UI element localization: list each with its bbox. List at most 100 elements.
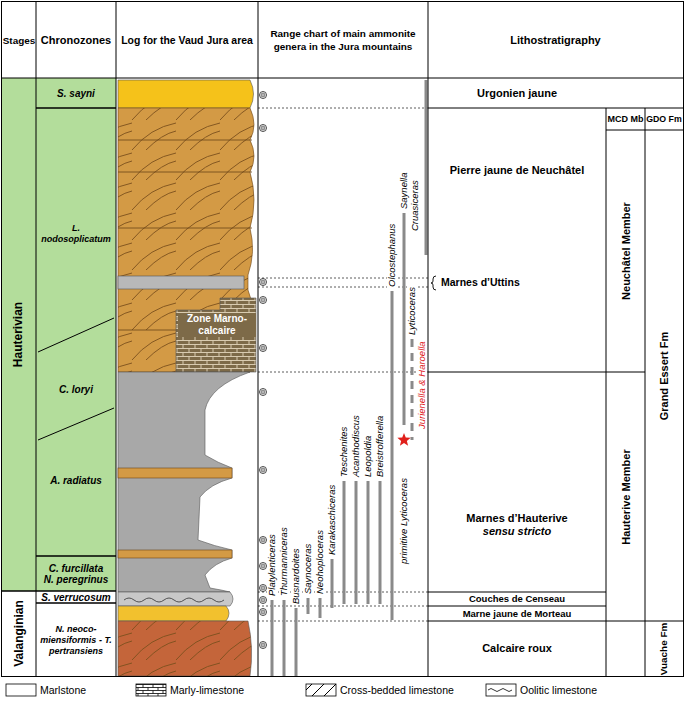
genus-label: Cruasiceras: [410, 179, 420, 232]
chronozone-cell: C. loryi: [36, 372, 116, 406]
genus-label: Lyticoceras: [407, 286, 417, 336]
unit-cell: Marne jaune de Morteau: [428, 607, 606, 620]
cell-text: Hauterive Member: [620, 449, 632, 544]
cell-text: Stages: [0, 34, 38, 47]
cell-text: C. loryi: [57, 384, 95, 395]
genus-label: Karakaschiceras: [327, 484, 337, 556]
sediment-log: [118, 372, 250, 592]
cell-text: Urgonien jaune: [477, 87, 557, 100]
stage-band: Hauterivian: [2, 78, 36, 591]
range-bars: [411, 339, 414, 440]
table-grid: [428, 108, 683, 676]
cell-text: C. furcillata: [47, 563, 105, 574]
ammonite-symbols: [260, 642, 267, 649]
cell-text: A. radiatus: [48, 475, 104, 486]
cell-text: GDO Fm: [646, 114, 682, 124]
ammonite-symbols: [260, 563, 267, 570]
stage-band: Valanginian: [2, 591, 36, 676]
unit-cell: Pierre jaune de Neuchâtel: [428, 108, 606, 272]
cell-text: N. neoco-miensiformis - T. pertransiens: [36, 624, 116, 657]
range-bars: [272, 80, 426, 676]
column-header: GDO Fm: [645, 108, 683, 130]
cell-text: S. sayni: [55, 88, 97, 99]
sediment-log: [118, 606, 229, 621]
cell-text: Hauterivian: [13, 302, 26, 367]
cell-text: L. nodosoplicatum: [36, 223, 116, 245]
sediment-log: [118, 550, 232, 558]
zone-background: [2, 78, 116, 591]
genus-label: Acanthodiscus: [351, 414, 361, 478]
cell-text: Lithostratigraphy: [507, 34, 603, 47]
genus-label: Platylenticeras: [267, 533, 277, 597]
sediment-log: [118, 592, 233, 606]
star-marker: [397, 433, 410, 446]
cell-text: Range chart of main ammonite genera in t…: [258, 27, 428, 53]
cell-text: MCD Mb: [608, 114, 644, 124]
member-cell: Hauterive Member: [606, 372, 645, 621]
range-bars: [272, 80, 426, 676]
chronozone-cell: S. sayni: [36, 78, 116, 108]
unit-cell: Calcaire roux: [428, 621, 606, 676]
cell-text: Grand Essert Fm: [658, 331, 670, 420]
sediment-log: [118, 468, 232, 478]
formation-cell: Grand Essert Fm: [645, 130, 683, 621]
formation-cell: Vuache Fm: [645, 621, 683, 676]
chronozone-cell: A. radiatus: [36, 460, 116, 500]
ammonite-symbols: [260, 585, 267, 592]
zone-background: [2, 78, 116, 591]
cell-text: Calcaire roux: [482, 642, 552, 655]
header-cell: Log for the Vaud Jura area: [116, 2, 258, 78]
sediment-log: [176, 298, 256, 372]
chronozone-cell: N. neoco-miensiformis - T. pertransiens: [36, 604, 116, 676]
legend-text: Marly-limestone: [170, 684, 244, 696]
cell-text: sensu stricto: [483, 525, 551, 538]
genus-label: Busnardoites: [291, 548, 301, 605]
sediment-log: [118, 621, 252, 676]
table-grid: [2, 2, 683, 676]
legend-swatches: [306, 684, 336, 696]
genus-label: Teschenites: [339, 426, 349, 478]
unit-label: Marnes d’Uttins: [440, 276, 521, 288]
sediment-log: [118, 80, 254, 108]
chronozone-cell: C. furcillataN. peregrinus: [36, 557, 116, 590]
table-grid: [38, 318, 114, 440]
table-grid: [2, 2, 684, 677]
table-grid: [431, 276, 436, 290]
genus-label: primitive Lyticoceras: [399, 477, 409, 565]
ammonite-symbols: [260, 609, 267, 616]
cell-text: Marne jaune de Morteau: [463, 609, 572, 619]
table-grid: [2, 2, 684, 677]
ammonite-symbols: [260, 597, 267, 604]
ammonite-symbols: [260, 92, 267, 99]
header-cell: Lithostratigraphy: [428, 2, 683, 78]
genus-label: Neohoploceras: [315, 529, 325, 595]
cell-text: N. peregrinus: [42, 574, 110, 585]
genus-label: Leopoldia: [363, 435, 373, 478]
table-grid: [2, 108, 116, 603]
unit-cell: Marnes d’Hauterivesensu stricto: [428, 470, 606, 580]
sediment-log: [118, 276, 244, 289]
ammonite-symbols: [260, 345, 267, 352]
genus-label: Olcostephanus: [387, 223, 397, 288]
cell-text: Chronozones: [38, 34, 114, 47]
cell-text: S. verrucosum: [39, 592, 112, 603]
zone-label: Zone Marno-calcaire: [178, 313, 256, 337]
header-cell: Range chart of main ammonite genera in t…: [258, 2, 428, 78]
genus-label: Breistrofferella: [375, 415, 385, 478]
ammonite-symbols: [260, 389, 267, 396]
genus-label: Saynella: [399, 172, 409, 210]
ammonite-symbols: [260, 297, 267, 304]
chronozone-cell: L. nodosoplicatum: [36, 150, 116, 318]
sediment-log: [118, 621, 252, 676]
ammonite-symbols: [260, 125, 267, 132]
column-header: MCD Mb: [606, 108, 645, 130]
legend-swatches: [486, 684, 516, 696]
ammonite-symbols: [260, 467, 267, 474]
ammonite-symbols: [260, 537, 267, 544]
cell-text: Couches de Censeau: [469, 594, 565, 604]
genus-label: Jurienella & Haroella: [417, 340, 427, 430]
cell-text: Marnes d’Hauterive: [466, 512, 567, 525]
cell-text: Vuache Fm: [658, 622, 670, 675]
legend-text: Oolitic limestone: [520, 684, 597, 696]
